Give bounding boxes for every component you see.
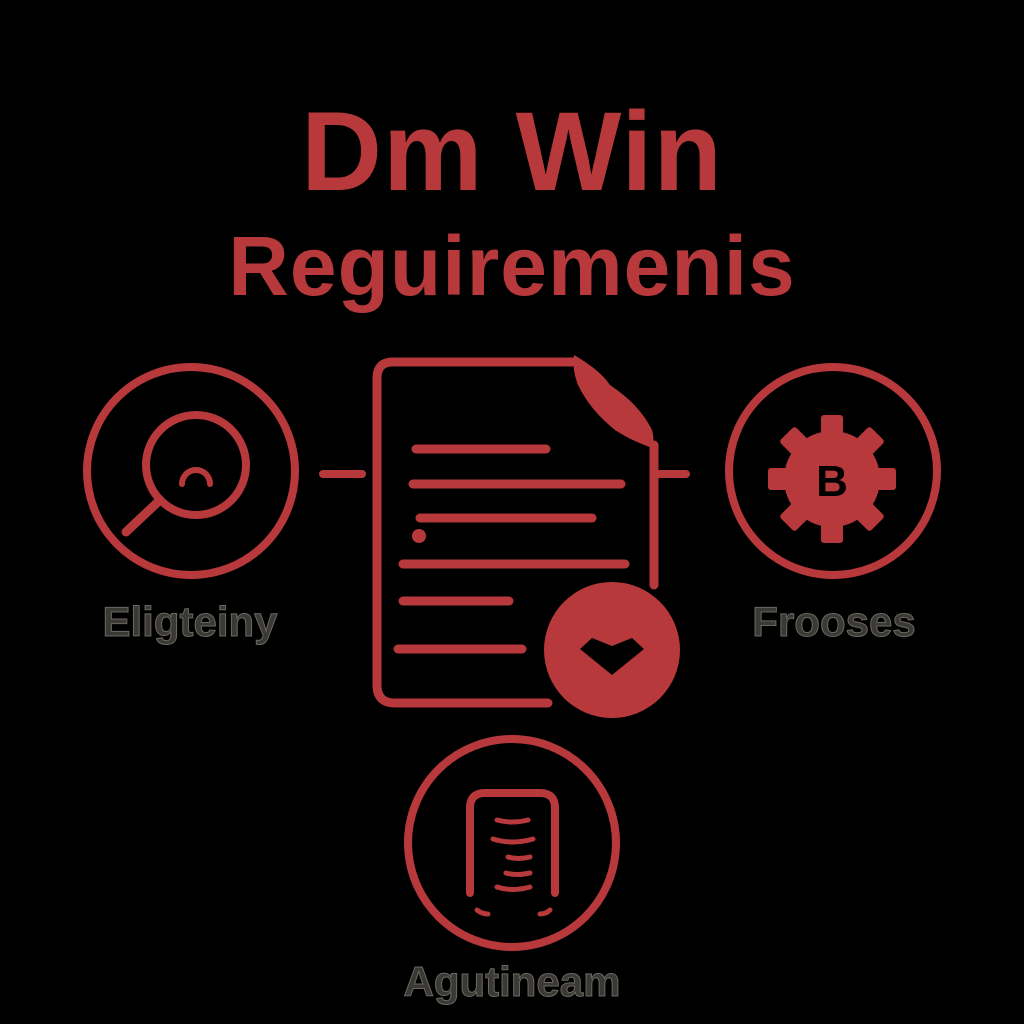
node-label-left: Eligteiny [102, 598, 278, 646]
node-label-right: Frooses [752, 598, 916, 646]
gear-glyph: B [816, 457, 848, 506]
diagram-title-line1: Dm Win [301, 89, 723, 214]
node-label-bottom: Agutineam [403, 958, 621, 1006]
diagram-title-line2: Reguiremenis [228, 219, 796, 313]
